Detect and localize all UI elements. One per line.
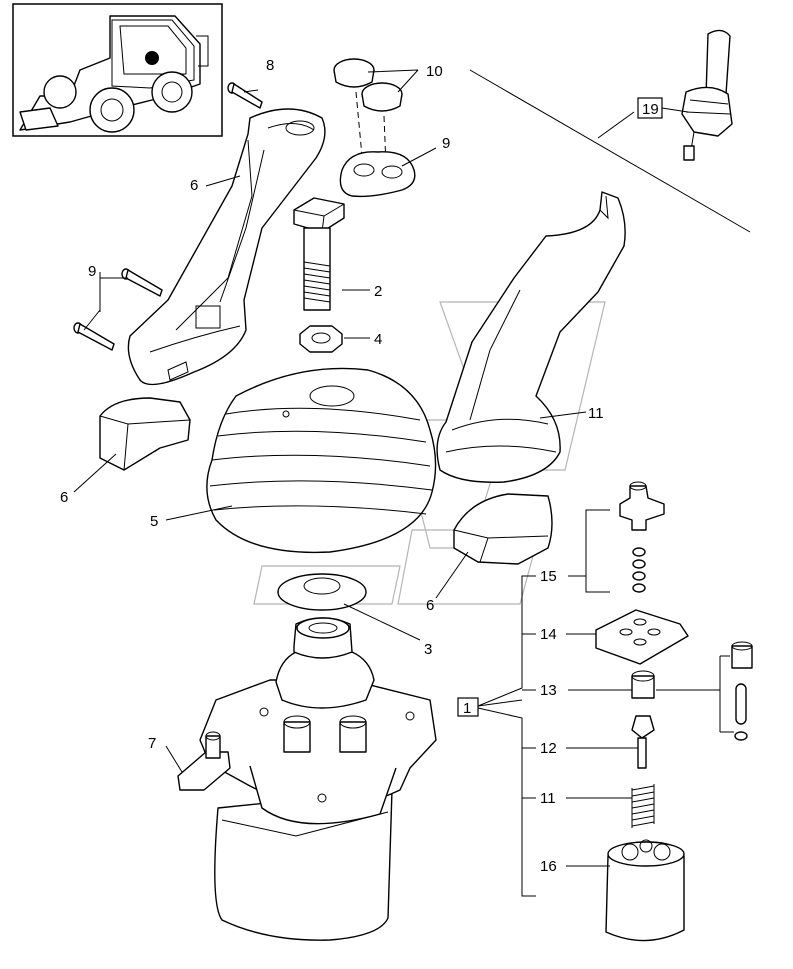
callout-2: 2 — [374, 283, 382, 300]
washer-3 — [277, 573, 367, 611]
rubber-boot-5 — [206, 367, 437, 554]
screw-9-mid — [121, 268, 163, 297]
o-rings-17 — [632, 547, 646, 593]
guide-15 — [631, 670, 655, 699]
callout-12: 10 — [426, 63, 443, 80]
plate-16 — [595, 609, 689, 665]
spacer-6-left — [99, 397, 191, 471]
callout-5: 5 — [150, 513, 158, 530]
callout-19: 19 — [642, 101, 659, 118]
callout-11: 9 — [442, 135, 450, 152]
screw-9-top — [227, 82, 263, 109]
leader-lines — [73, 69, 751, 897]
callout-10: 11 — [588, 405, 604, 422]
callout-18: 16 — [540, 858, 557, 875]
callout-15: 13 — [540, 682, 557, 699]
spring-13 — [631, 784, 655, 828]
callout-9-left: 9 — [88, 263, 96, 280]
callout-labels: 8 10 9 6 9 2 4 11 6 5 6 3 7 15 14 13 12 … — [60, 57, 663, 875]
callout-8: 6 — [190, 177, 198, 194]
cap-12-lower — [361, 82, 403, 112]
callout-9-top: 8 — [266, 57, 274, 74]
fitting-7 — [177, 731, 231, 791]
cover-plate-11 — [339, 151, 416, 198]
pin-14 — [631, 715, 655, 769]
callout-13: 11 — [540, 790, 556, 807]
cap-12-upper — [333, 58, 375, 88]
nut-4 — [299, 325, 343, 353]
callout-1-box: 1 — [457, 697, 479, 717]
housing-18 — [605, 839, 685, 942]
callout-17: 15 — [540, 568, 557, 585]
callout-3: 3 — [424, 641, 432, 658]
joystick-19 — [681, 29, 733, 161]
callout-6-left: 6 — [60, 489, 68, 506]
plug-15-right — [731, 641, 753, 741]
plunger-17 — [619, 481, 665, 531]
handle-half-10 — [436, 191, 626, 483]
callout-19-box: 19 — [637, 97, 663, 119]
callout-1: 1 — [463, 700, 471, 717]
valve-body-1 — [199, 617, 437, 941]
callout-14: 12 — [540, 740, 557, 757]
callout-6-right: 6 — [426, 597, 434, 614]
callout-7: 7 — [148, 735, 156, 752]
bolt-2 — [293, 197, 345, 311]
machine-location-inset — [12, 3, 223, 137]
callout-4: 4 — [374, 331, 382, 348]
callout-16: 14 — [540, 626, 557, 643]
handle-half-8 — [127, 108, 326, 386]
screw-9-low — [73, 322, 115, 351]
spacer-6-right — [453, 493, 553, 565]
